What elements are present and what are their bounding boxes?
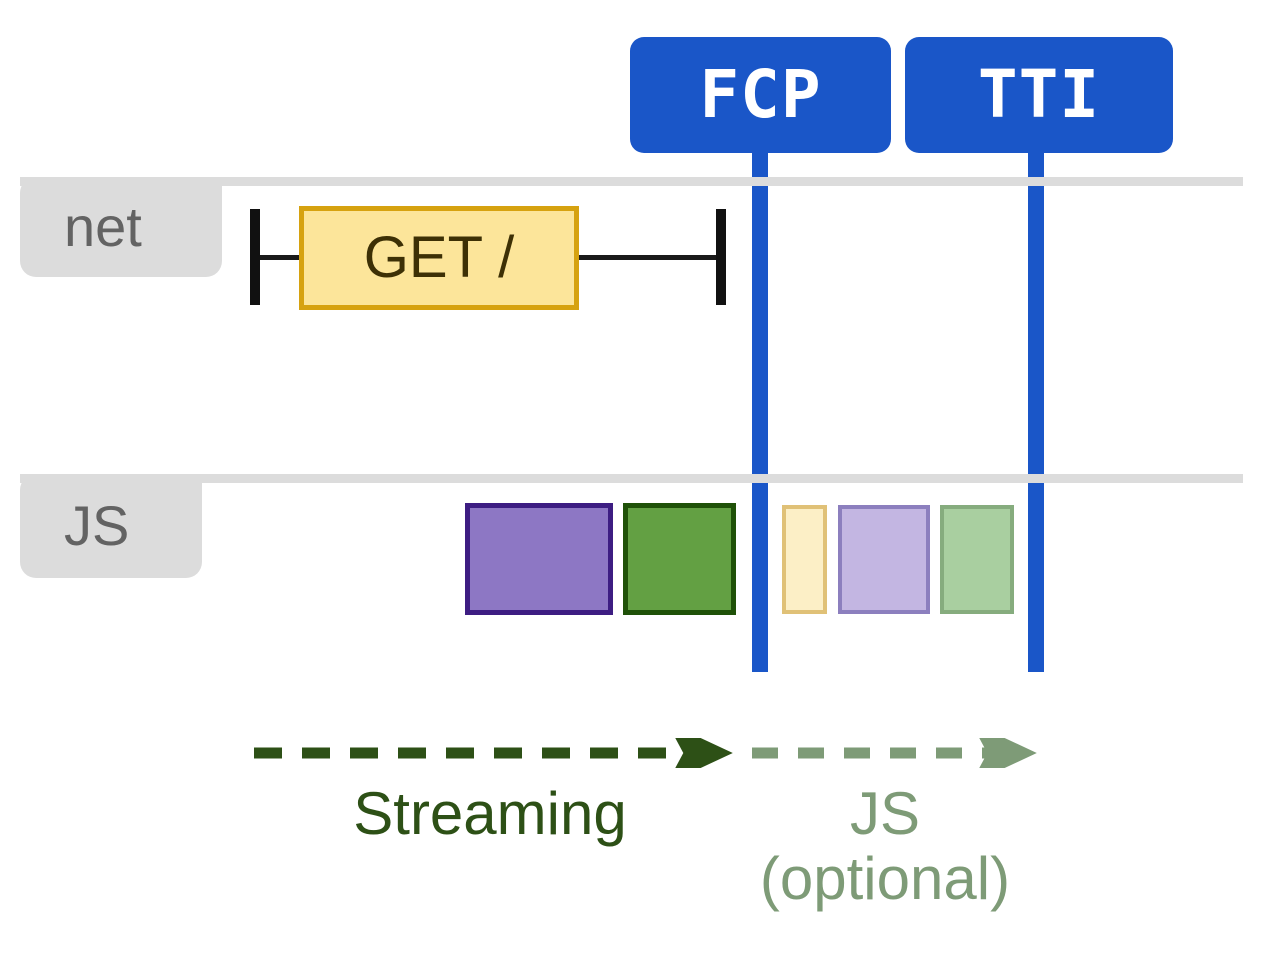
lane-rule-js [20,474,1243,483]
phase-caption-streaming: Streaming [250,780,730,847]
marker-badge-fcp[interactable]: FCP [630,37,891,153]
marker-badge-tti-label: TTI [977,56,1101,133]
js-task-solid-purple[interactable] [465,503,613,615]
phase-caption-js-optional-line-1: JS [849,780,921,847]
marker-badge-tti[interactable]: TTI [905,37,1173,153]
network-request-box[interactable]: GET / [299,206,579,310]
marker-line-fcp [752,150,768,672]
network-request-label: GET / [363,225,515,290]
phase-arrow-js-optional [752,738,1037,768]
phase-caption-js-optional: JS (optional) [720,780,1050,912]
lane-rule-net [20,177,1243,186]
js-task-optional-green[interactable] [940,505,1014,614]
lane-label-net-text: net [64,195,142,258]
js-task-optional-purple[interactable] [838,505,930,614]
lane-label-js: JS [20,474,202,578]
js-task-solid-green[interactable] [623,503,736,615]
lane-label-js-text: JS [64,494,130,557]
request-whisker-right [572,255,724,260]
request-start-cap [250,209,260,305]
phase-caption-streaming-line-1: Streaming [353,780,627,847]
phase-arrow-streaming [254,738,733,768]
marker-badge-fcp-label: FCP [699,56,822,133]
request-end-cap [716,209,726,305]
phase-caption-js-optional-line-2: (optional) [759,844,1011,912]
marker-line-tti [1028,150,1044,672]
lane-label-net: net [20,177,222,277]
js-task-optional-yellow[interactable] [782,505,827,614]
